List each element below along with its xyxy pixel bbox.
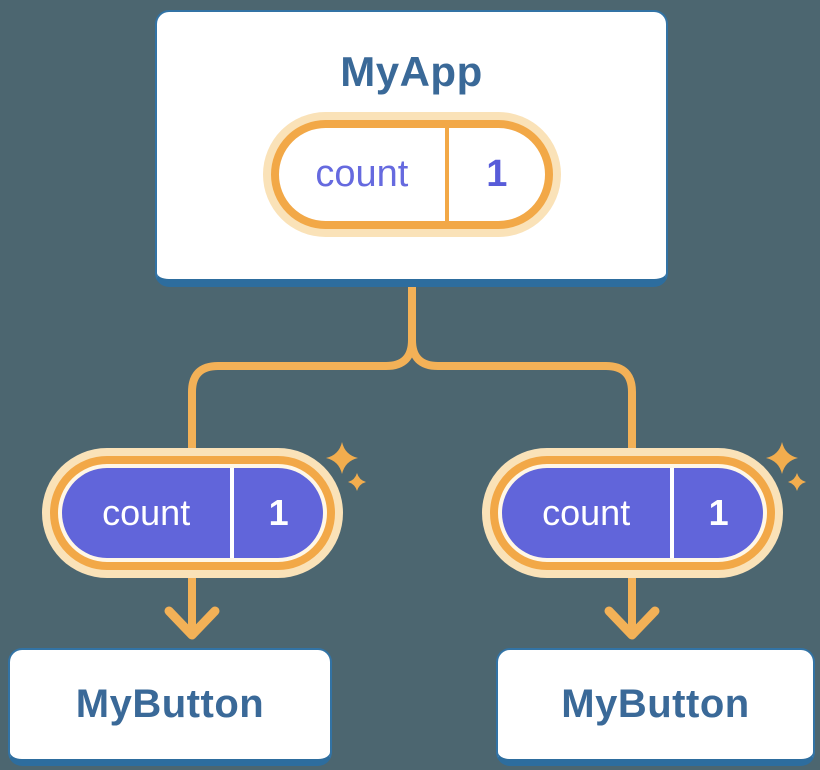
prop-name: count [102,492,191,533]
prop-value: 1 [708,492,729,533]
pill-divider [230,468,235,558]
root-component-title: MyApp [340,48,483,95]
sparkles-icon [766,442,806,491]
prop-pill-right: count 1 [490,456,775,570]
state-pill: count 1 [270,120,553,229]
child-component-card-right: MyButton [496,648,815,766]
connector-line-right [408,339,636,634]
pill-divider [445,128,450,221]
arrow-down-icon [604,606,660,640]
prop-pill-body: count 1 [502,468,763,558]
prop-name: count [542,492,631,533]
root-component-card: MyApp count 1 [155,10,668,287]
sparkles-icon [326,442,366,491]
child-component-card-left: MyButton [8,648,332,766]
prop-value: 1 [268,492,289,533]
child-component-title: MyButton [561,682,750,726]
prop-pill-body: count 1 [62,468,323,558]
pill-divider [670,468,675,558]
prop-pill-left: count 1 [50,456,335,570]
arrow-down-icon [164,606,220,640]
child-component-title: MyButton [75,682,265,726]
state-name: count [315,153,409,195]
state-value: 1 [486,153,508,195]
